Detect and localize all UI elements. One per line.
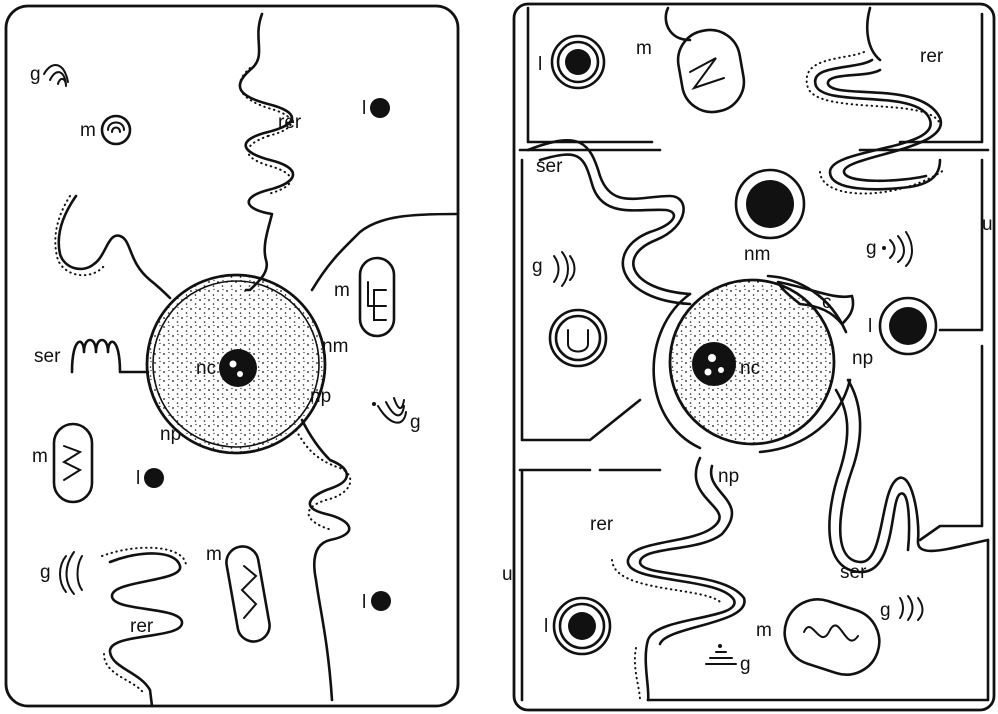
right-label-g4: g (880, 600, 891, 621)
right-label-l1: l (538, 54, 542, 75)
right-label-g1: g (532, 256, 543, 277)
left-nucleolus (219, 349, 257, 387)
left-label-rer1: rer (278, 112, 302, 133)
left-label-np2: np (160, 424, 181, 445)
left-label-nm: nm (322, 336, 348, 357)
left-label-m1: m (80, 120, 96, 141)
right-label-np2: np (718, 466, 739, 487)
right-label-c: c (822, 292, 832, 313)
left-label-m4: m (206, 544, 222, 565)
left-label-l3: l (362, 592, 366, 613)
left-label-l1: l (362, 98, 366, 119)
right-label-u1: u (982, 214, 993, 235)
left-lysosome-2 (144, 468, 164, 488)
right-label-g3: g (740, 654, 751, 675)
right-lysosome-2 (736, 170, 804, 238)
right-label-rer1: rer (920, 46, 944, 67)
left-label-g3: g (40, 562, 51, 583)
right-label-l3: l (544, 616, 548, 637)
left-label-ser1: ser (34, 346, 61, 367)
left-label-rer2: rer (130, 616, 154, 637)
right-label-ser1: ser (536, 156, 563, 177)
left-cell: g m rer l m ser nc nm np np g m l g m re… (6, 6, 458, 706)
right-label-nm: nm (744, 244, 770, 265)
right-label-g2: g (866, 238, 877, 259)
left-lysosome-1 (370, 98, 390, 118)
right-label-np1: np (852, 348, 873, 369)
left-label-m3: m (32, 446, 48, 467)
right-label-ser2: ser (840, 562, 867, 583)
right-cell: l m rer ser u g nm g c l nc np np rer se… (502, 4, 994, 710)
right-label-rer2: rer (590, 514, 614, 535)
right-label-l2: l (868, 316, 872, 337)
left-label-m2: m (334, 280, 350, 301)
right-label-m2: m (756, 620, 772, 641)
left-label-np1: np (310, 386, 331, 407)
left-label-nc: nc (196, 358, 216, 379)
right-label-nc: nc (740, 358, 760, 379)
left-label-l2: l (136, 468, 140, 489)
right-label-u2: u (502, 564, 513, 585)
left-lysosome-3 (371, 591, 391, 611)
right-label-m1: m (636, 38, 652, 59)
left-label-g2: g (410, 412, 421, 433)
right-nucleolus (692, 342, 736, 386)
left-label-g1: g (30, 64, 41, 85)
